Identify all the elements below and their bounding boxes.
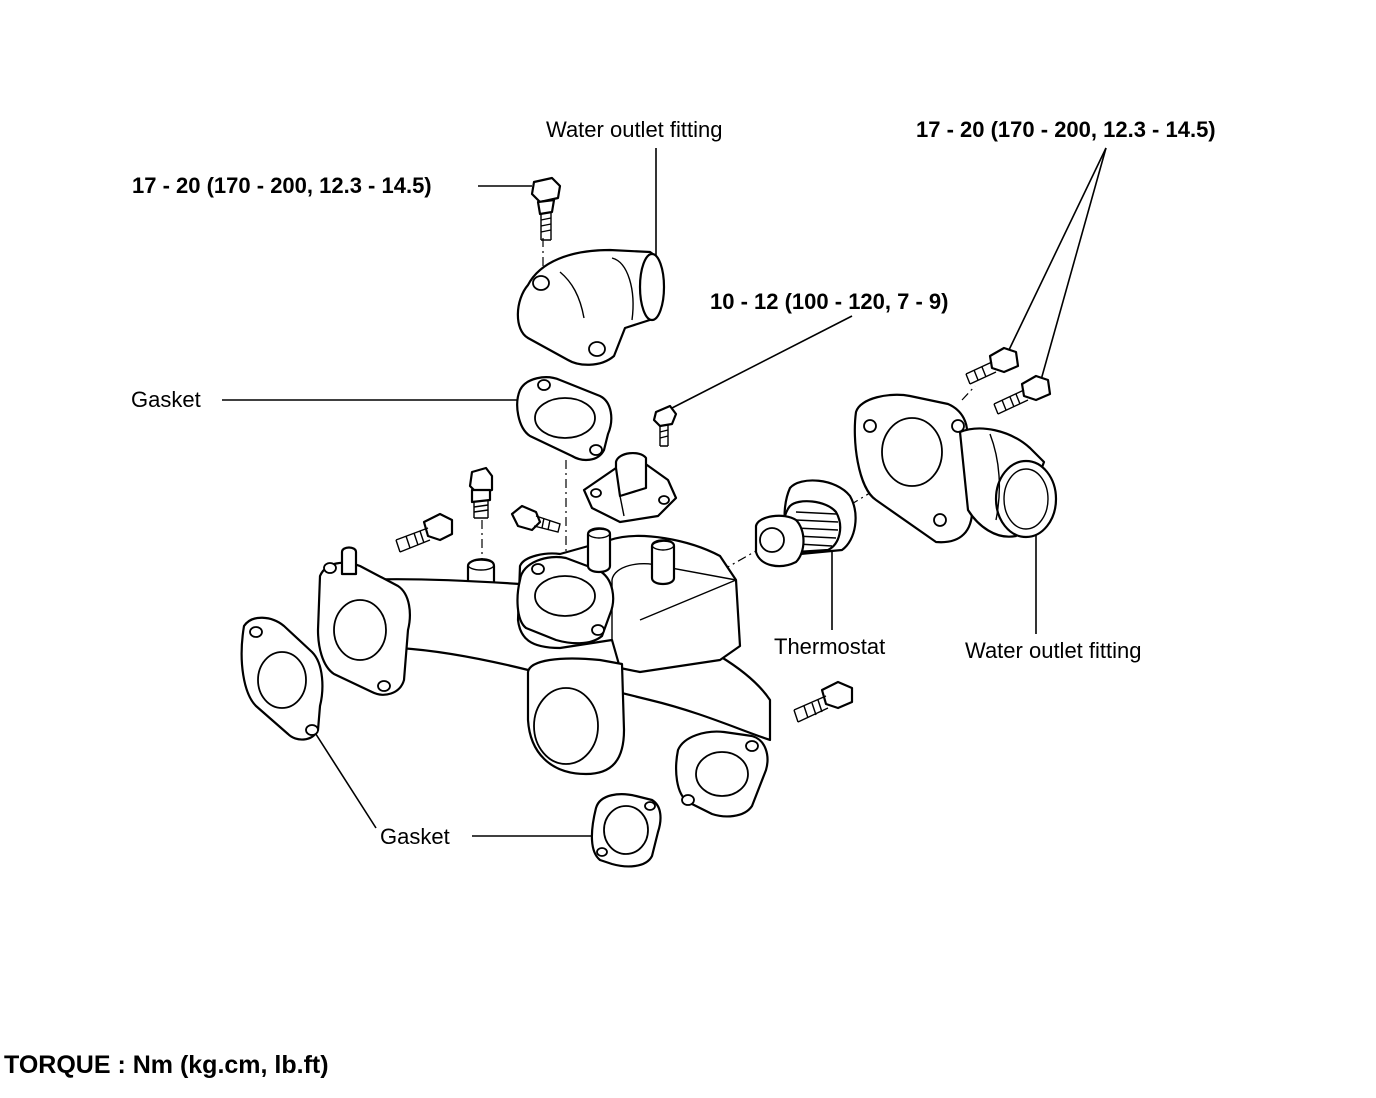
leader-gasket-lower-left: [311, 727, 377, 829]
thermostat-part: [754, 479, 857, 568]
label-torque-top-right: 17 - 20 (170 - 200, 12.3 - 14.5): [916, 117, 1216, 142]
water-manifold-body: [316, 527, 772, 818]
bolts-top-right: [965, 346, 1052, 415]
bolt-top-left: [530, 176, 562, 241]
sensor-plate: [582, 452, 678, 524]
label-gasket-lower: Gasket: [380, 824, 450, 849]
water-outlet-fitting-right: [853, 393, 1058, 544]
gasket-lower-bottom: [590, 793, 662, 868]
label-thermostat: Thermostat: [774, 634, 886, 659]
bolt-middle: [652, 404, 678, 447]
torque-unit-note: TORQUE : Nm (kg.cm, lb.ft): [4, 1051, 329, 1079]
label-water-outlet-fitting-right: Water outlet fitting: [965, 638, 1142, 663]
leader-torque-top-right-b: [1040, 147, 1107, 381]
bolt-left: [395, 512, 454, 553]
label-gasket-upper: Gasket: [131, 387, 201, 412]
leader-torque-top-right-a: [1007, 147, 1107, 353]
gasket-lower-left: [240, 616, 324, 741]
leader-lines: [222, 147, 1107, 837]
label-water-outlet-fitting-top: Water outlet fitting: [546, 117, 723, 142]
water-outlet-fitting-upper: [516, 248, 666, 366]
leader-torque-middle: [671, 315, 853, 409]
gasket-upper: [516, 376, 613, 462]
bolt-right-lower: [793, 680, 854, 723]
label-torque-top-left: 17 - 20 (170 - 200, 12.3 - 14.5): [132, 173, 432, 198]
label-torque-middle: 10 - 12 (100 - 120, 7 - 9): [710, 289, 949, 314]
temp-sensor: [466, 466, 496, 594]
sender-switch: [510, 504, 561, 533]
